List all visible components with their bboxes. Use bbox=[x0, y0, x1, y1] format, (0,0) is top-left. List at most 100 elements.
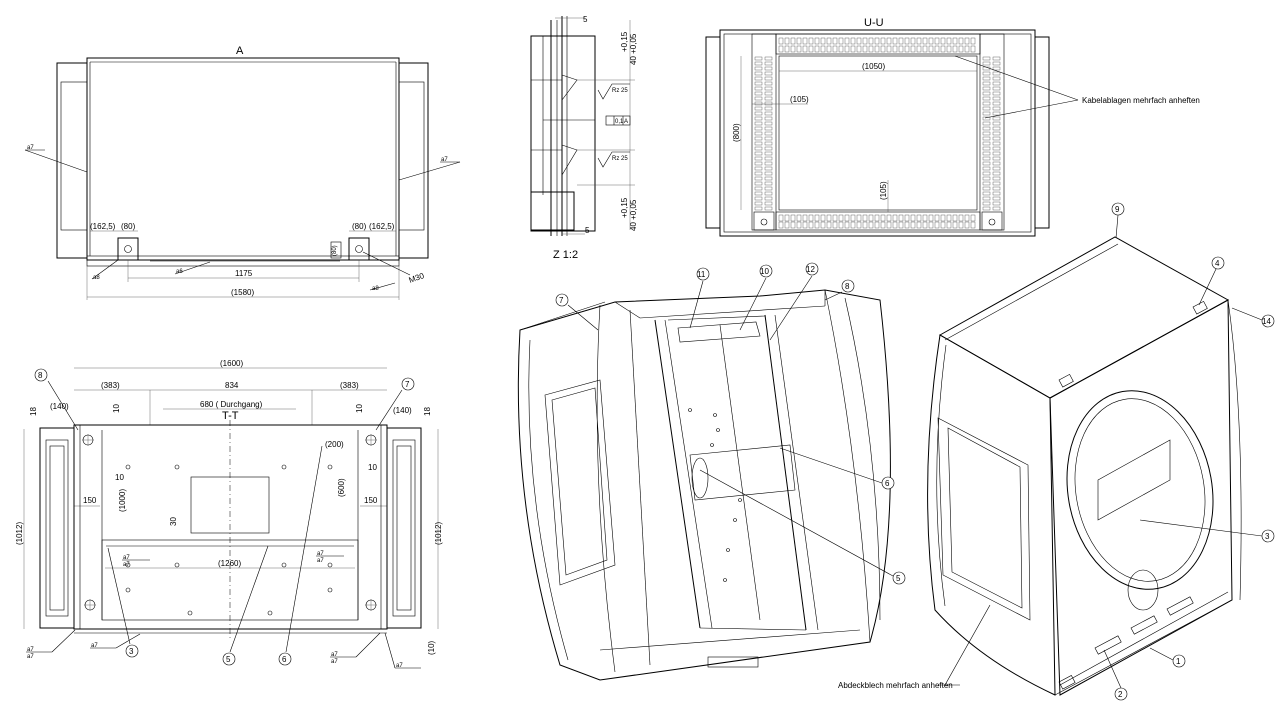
svg-text:(1580): (1580) bbox=[231, 288, 254, 297]
svg-text:5: 5 bbox=[583, 15, 588, 24]
balloon-7b: 7 bbox=[559, 296, 564, 305]
iso-closed-circular-flange bbox=[1066, 390, 1214, 590]
balloon-10: 10 bbox=[760, 267, 769, 276]
view-t-title: T-T bbox=[222, 410, 239, 422]
svg-text:150: 150 bbox=[83, 496, 97, 505]
balloon-5b: 5 bbox=[896, 574, 901, 583]
balloon-12: 12 bbox=[806, 265, 815, 274]
svg-text:(140): (140) bbox=[50, 402, 69, 411]
svg-text:(1012): (1012) bbox=[15, 522, 24, 545]
balloon-5: 5 bbox=[226, 655, 231, 664]
svg-text:a6: a6 bbox=[176, 269, 183, 275]
balloon-9: 9 bbox=[1115, 205, 1120, 214]
iso-open-housing-outline bbox=[517, 289, 891, 681]
svg-text:a7: a7 bbox=[317, 551, 324, 557]
svg-text:a7: a7 bbox=[441, 157, 448, 163]
view-a-title: A bbox=[236, 45, 244, 57]
svg-text:40 +0,05: 40 +0,05 bbox=[629, 199, 638, 231]
svg-text:a7: a7 bbox=[331, 652, 338, 658]
svg-text:a8: a8 bbox=[372, 286, 379, 292]
svg-text:Rz 25: Rz 25 bbox=[612, 156, 628, 162]
view-u-title: U-U bbox=[864, 17, 884, 29]
svg-text:a7: a7 bbox=[123, 562, 130, 568]
svg-text:(80): (80) bbox=[121, 222, 136, 231]
svg-text:(162,5): (162,5) bbox=[369, 222, 395, 231]
balloon-3: 3 bbox=[129, 647, 134, 656]
svg-text:10: 10 bbox=[112, 404, 121, 413]
svg-text:0,1: 0,1 bbox=[615, 119, 624, 125]
svg-text:(80): (80) bbox=[332, 245, 338, 256]
svg-text:(200): (200) bbox=[325, 440, 344, 449]
svg-text:5: 5 bbox=[585, 226, 590, 235]
view-u: U-U (1050) (105) (800) (105) Kabelablage… bbox=[705, 17, 1200, 237]
svg-text:(105): (105) bbox=[790, 95, 809, 104]
svg-text:(80): (80) bbox=[352, 222, 367, 231]
view-t-base-plate bbox=[73, 424, 388, 630]
svg-text:M30: M30 bbox=[408, 271, 426, 285]
svg-text:a7: a7 bbox=[91, 643, 98, 649]
svg-text:a7: a7 bbox=[123, 555, 130, 561]
svg-text:+0,15: +0,15 bbox=[620, 197, 629, 218]
view-z-outline bbox=[530, 35, 596, 232]
view-a-foot-left bbox=[117, 237, 139, 261]
svg-text:(800): (800) bbox=[732, 123, 741, 142]
balloon-7: 7 bbox=[405, 380, 410, 389]
svg-text:18: 18 bbox=[29, 407, 38, 416]
view-u-note: Kabelablagen mehrfach anheften bbox=[1082, 96, 1200, 105]
balloon-11: 11 bbox=[697, 270, 706, 279]
svg-text:(1260): (1260) bbox=[218, 559, 241, 568]
balloon-14: 14 bbox=[1262, 317, 1271, 326]
balloon-6: 6 bbox=[282, 655, 287, 664]
svg-text:(10): (10) bbox=[427, 640, 436, 655]
svg-text:a7: a7 bbox=[27, 145, 34, 151]
view-a-side-plate-right bbox=[398, 62, 429, 259]
balloon-3b: 3 bbox=[1265, 532, 1270, 541]
svg-text:18: 18 bbox=[423, 407, 432, 416]
svg-text:150: 150 bbox=[364, 496, 378, 505]
svg-text:(1000): (1000) bbox=[118, 489, 127, 512]
svg-text:680 ( Durchgang): 680 ( Durchgang) bbox=[200, 400, 263, 409]
svg-text:a7: a7 bbox=[27, 654, 34, 660]
balloon-6b: 6 bbox=[885, 479, 890, 488]
view-u-frame bbox=[719, 29, 1036, 237]
svg-text:10: 10 bbox=[355, 404, 364, 413]
svg-text:(105): (105) bbox=[879, 181, 888, 200]
iso-closed-top bbox=[938, 236, 1230, 399]
view-u-cable-tray-pattern bbox=[754, 37, 1001, 229]
iso-closed-side-face bbox=[1049, 299, 1233, 696]
svg-text:Rz 25: Rz 25 bbox=[612, 88, 628, 94]
svg-text:(600): (600) bbox=[337, 478, 346, 497]
svg-text:(1600): (1600) bbox=[220, 359, 243, 368]
iso-closed-note: Abdeckblech mehrfach anheften bbox=[838, 681, 953, 690]
balloon-8: 8 bbox=[38, 371, 43, 380]
iso-closed-front-face bbox=[927, 334, 1056, 696]
view-t-side-frame-left bbox=[39, 427, 75, 629]
view-z-title: Z 1:2 bbox=[553, 249, 578, 261]
svg-text:10: 10 bbox=[115, 473, 124, 482]
svg-text:+0,15: +0,15 bbox=[620, 31, 629, 52]
svg-text:(1050): (1050) bbox=[862, 62, 885, 71]
svg-text:A: A bbox=[624, 119, 628, 125]
svg-text:1175: 1175 bbox=[235, 269, 253, 278]
iso-view-closed: 9 4 14 3 1 2 Abdeckblech mehrfach anheft… bbox=[838, 202, 1275, 701]
svg-text:a7: a7 bbox=[27, 647, 34, 653]
svg-text:a7: a7 bbox=[317, 558, 324, 564]
svg-text:834: 834 bbox=[225, 381, 239, 390]
svg-text:(383): (383) bbox=[340, 381, 359, 390]
balloon-8b: 8 bbox=[845, 282, 850, 291]
view-t: T-T (1600) (383) 834 (383) 680 ( Durchga… bbox=[15, 359, 443, 669]
view-a-foot-right bbox=[348, 237, 370, 261]
svg-text:30: 30 bbox=[169, 517, 178, 526]
view-t-side-frame-right bbox=[386, 427, 422, 629]
svg-text:(140): (140) bbox=[393, 406, 412, 415]
iso-view-open: 7 11 10 12 8 6 5 bbox=[517, 262, 906, 681]
balloon-1: 1 bbox=[1176, 657, 1181, 666]
view-a: A (162,5) (80) (80) (162,5) 1175 (1580) bbox=[24, 45, 461, 300]
balloon-4: 4 bbox=[1215, 259, 1220, 268]
svg-text:(162,5): (162,5) bbox=[90, 222, 116, 231]
svg-text:(1012): (1012) bbox=[434, 522, 443, 545]
svg-text:a7: a7 bbox=[331, 659, 338, 665]
svg-text:a8: a8 bbox=[93, 275, 100, 281]
